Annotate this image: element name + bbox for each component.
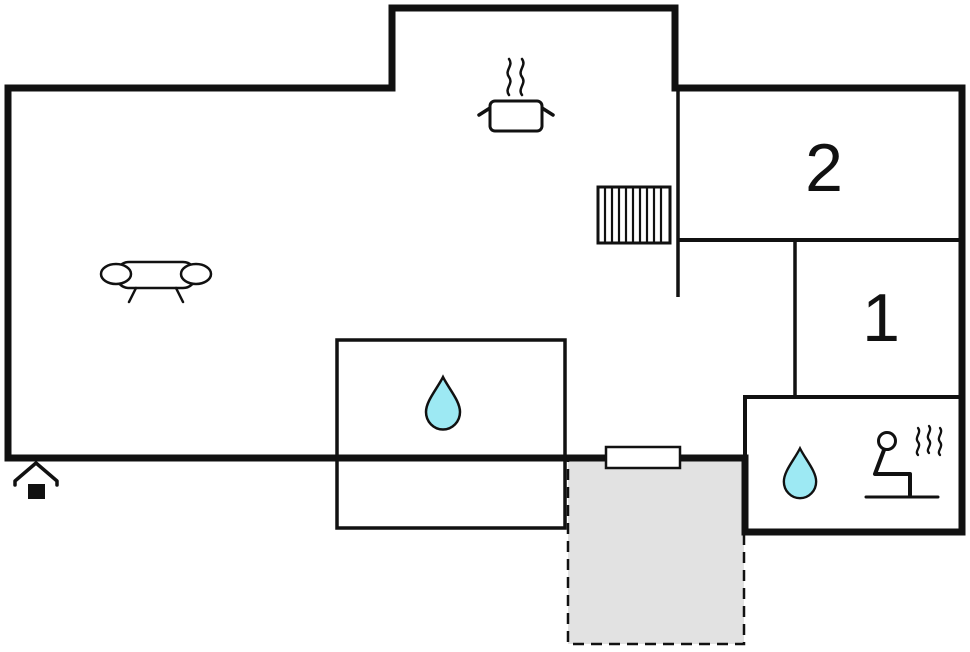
sauna-room-walls: [743, 395, 964, 534]
sofa-icon: [99, 260, 213, 304]
terrace-area: [566, 456, 746, 646]
well-icon: [13, 461, 59, 499]
room-label-1: 1: [862, 280, 900, 356]
stairs-icon: [596, 185, 672, 245]
bathroom-walls: [335, 338, 567, 530]
sauna-person-icon: [864, 424, 943, 499]
stove-steam-icon: [477, 57, 555, 133]
room-label-2: 2: [805, 130, 843, 206]
water-drop-icon: [782, 445, 818, 500]
water-drop-icon: [424, 374, 462, 431]
entrance-door: [604, 445, 682, 470]
